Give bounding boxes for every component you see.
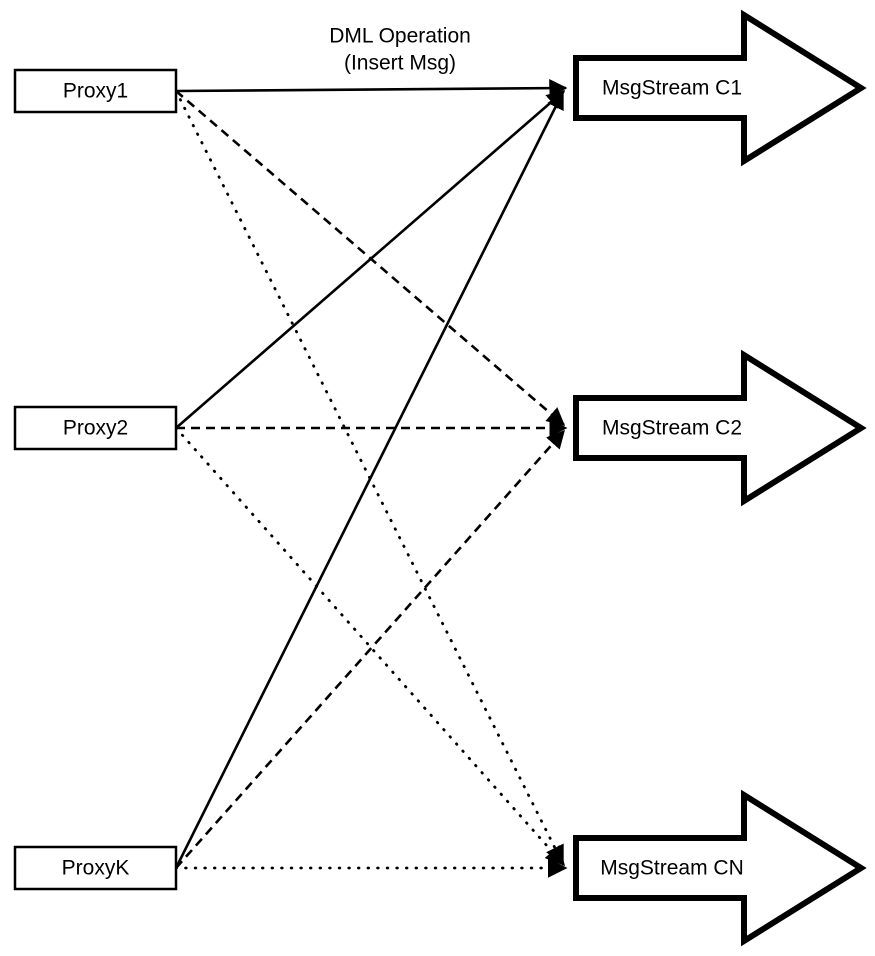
dml-operation-label-line2: (Insert Msg) bbox=[344, 52, 456, 75]
node-proxy1[interactable]: Proxy1 bbox=[13, 68, 178, 114]
msgstream-cn-label: MsgStream CN bbox=[600, 857, 744, 880]
edge-proxy1-to-msgstream-c1 bbox=[175, 79, 568, 98]
proxy2-label: Proxy2 bbox=[63, 417, 128, 440]
edge-proxyk-to-msgstream-c1 bbox=[174, 90, 565, 869]
node-msgstream-c1[interactable]: MsgStream C1 bbox=[573, 9, 867, 167]
dml-operation-label-line1: DML Operation bbox=[329, 25, 471, 48]
node-msgstream-c2[interactable]: MsgStream C2 bbox=[573, 349, 867, 507]
annotation-layer: DML Operation (Insert Msg) bbox=[329, 25, 471, 75]
msgstream-c2-label: MsgStream C2 bbox=[602, 417, 742, 440]
msgstream-layer: MsgStream C1 MsgStream C2 MsgStream CN bbox=[573, 9, 867, 947]
msgstream-c1-arrow-shape[interactable] bbox=[573, 9, 867, 167]
proxy1-label: Proxy1 bbox=[63, 80, 128, 103]
proxyk-label: ProxyK bbox=[62, 857, 130, 880]
proxyk-box[interactable] bbox=[13, 845, 178, 891]
proxy1-box[interactable] bbox=[13, 68, 178, 114]
edge-proxy2-to-msgstream-c1 bbox=[175, 90, 566, 429]
proxy-layer: Proxy1 Proxy2 ProxyK bbox=[13, 68, 178, 891]
msgstream-c2-arrow-shape[interactable] bbox=[573, 349, 867, 507]
node-proxy2[interactable]: Proxy2 bbox=[13, 405, 178, 451]
edge-layer bbox=[174, 79, 568, 878]
proxy2-box[interactable] bbox=[13, 405, 178, 451]
msgstream-c1-label: MsgStream C1 bbox=[602, 77, 742, 100]
edge-proxyk-to-msgstream-c2 bbox=[175, 429, 565, 869]
node-msgstream-cn[interactable]: MsgStream CN bbox=[573, 789, 867, 947]
node-proxyk[interactable]: ProxyK bbox=[13, 845, 178, 891]
msgstream-cn-arrow-shape[interactable] bbox=[573, 789, 867, 947]
edge-proxy2-to-msgstream-cn bbox=[174, 426, 566, 867]
